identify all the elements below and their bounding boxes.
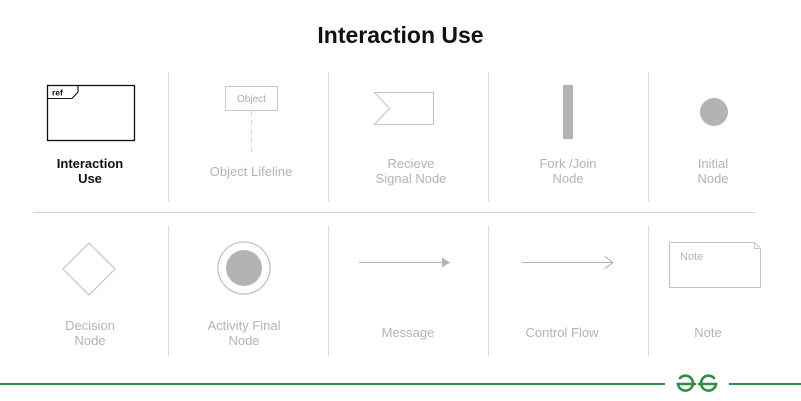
- cell-interaction-use: ref Interaction Use: [10, 72, 170, 202]
- cell-receive-signal-node: Recieve Signal Node: [331, 72, 491, 202]
- divider: [328, 72, 329, 202]
- label-line: Decision: [65, 318, 115, 333]
- label-line: Object Lifeline: [209, 164, 293, 179]
- row-divider: [33, 212, 755, 213]
- cell-initial-node: Initial Node: [633, 72, 793, 202]
- label-line: Fork /Join: [539, 156, 597, 171]
- cell-object-lifeline: Object Object Lifeline: [171, 72, 331, 202]
- decision-diamond-icon: [62, 242, 116, 296]
- cell-label: Recieve Signal Node: [331, 156, 491, 186]
- cell-label: Message: [328, 325, 488, 340]
- cell-message: Message: [328, 226, 488, 356]
- label-line: Use: [78, 171, 102, 186]
- footer-line-left: [0, 383, 665, 385]
- page-title: Interaction Use: [317, 22, 484, 48]
- divider: [648, 226, 649, 356]
- cell-label: Control Flow: [482, 325, 642, 340]
- label-line: Node: [552, 171, 584, 186]
- cell-label: Initial Node: [633, 156, 793, 186]
- object-box-text: Object: [237, 94, 266, 105]
- label-line: Control Flow: [525, 325, 599, 340]
- label-line: Initial: [697, 156, 729, 171]
- cell-label: Fork /Join Node: [488, 156, 648, 186]
- cell-label: Activity Final Node: [164, 318, 324, 348]
- cell-fork-join-node: Fork /Join Node: [488, 72, 648, 202]
- cell-label: Note: [628, 325, 788, 340]
- gfg-logo-icon: [676, 374, 718, 392]
- cell-note: Note Note: [628, 226, 788, 356]
- message-arrow-icon: [359, 257, 450, 268]
- divider: [488, 226, 489, 356]
- frame-ref-text: ref: [52, 88, 63, 98]
- label-line: Interaction: [56, 156, 124, 171]
- divider: [328, 226, 329, 356]
- label-line: Note: [694, 325, 722, 340]
- label-line: Recieve: [387, 156, 435, 171]
- cell-control-flow: Control Flow: [482, 226, 642, 356]
- cell-label: Object Lifeline: [171, 164, 331, 179]
- receive-signal-icon: [373, 91, 435, 126]
- diagram-grid: ref Interaction Use Object Object Lifeli…: [10, 72, 793, 356]
- cell-label: Interaction Use: [10, 156, 170, 186]
- divider: [168, 72, 169, 202]
- label-line: Message: [381, 325, 435, 340]
- footer-line-right: [729, 383, 801, 385]
- cell-label: Decision Node: [10, 318, 170, 348]
- control-flow-arrow-icon: [522, 256, 614, 269]
- interaction-frame-icon: ref: [46, 84, 136, 142]
- note-text: Note: [680, 251, 703, 263]
- divider: [168, 226, 169, 356]
- label-line: Node: [228, 333, 260, 348]
- label-line: Node: [74, 333, 106, 348]
- divider: [648, 72, 649, 202]
- object-lifeline-icon: Object: [225, 86, 278, 154]
- fork-join-bar-icon: [563, 85, 573, 139]
- label-line: Signal Node: [375, 171, 447, 186]
- initial-node-icon: [700, 98, 728, 126]
- note-icon: Note: [668, 241, 762, 289]
- label-line: Node: [697, 171, 729, 186]
- label-line: Activity Final: [207, 318, 281, 333]
- activity-final-icon: [217, 241, 271, 295]
- cell-decision-node: Decision Node: [10, 226, 170, 356]
- cell-activity-final-node: Activity Final Node: [164, 226, 324, 356]
- divider: [488, 72, 489, 202]
